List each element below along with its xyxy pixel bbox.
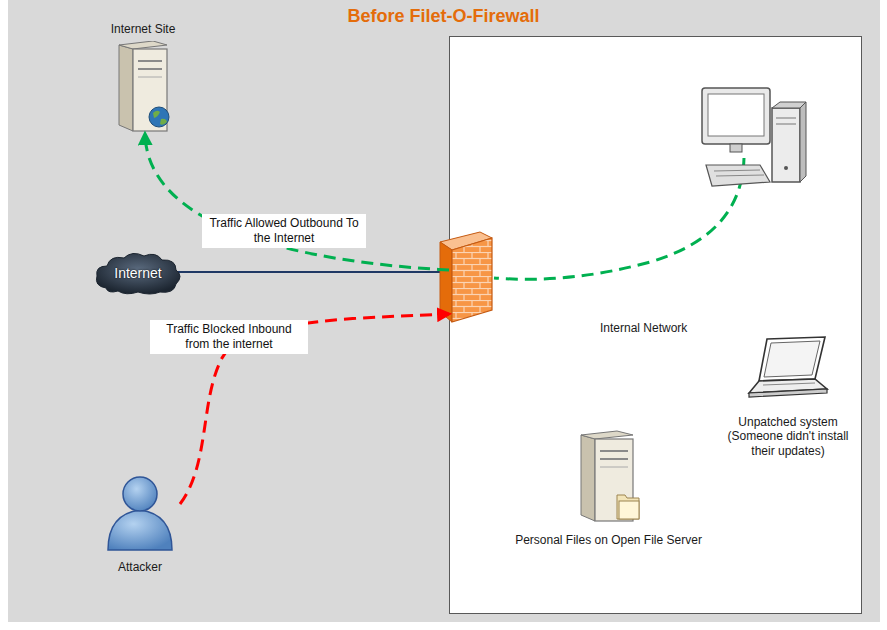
server-icon bbox=[113, 41, 173, 133]
node-label: Internet Site bbox=[111, 22, 176, 36]
internet-link bbox=[176, 271, 440, 273]
computer-icon bbox=[702, 88, 806, 186]
laptop-node: Unpatched system (Someone didn't install… bbox=[718, 335, 858, 458]
node-label: Internal Network bbox=[600, 321, 687, 335]
page-ground bbox=[8, 0, 880, 622]
icon-holder bbox=[577, 429, 641, 525]
internet-cloud-node: Internet bbox=[92, 250, 184, 296]
laptop-icon bbox=[745, 335, 831, 407]
icon-holder bbox=[113, 41, 173, 133]
node-label: Internet bbox=[114, 265, 161, 282]
file-server-node: Personal Files on Open File Server bbox=[496, 429, 721, 547]
attacker-node: Attacker bbox=[92, 474, 188, 574]
edge-label: Traffic Blocked Inbound from the interne… bbox=[150, 320, 308, 354]
outbound-inner-line bbox=[494, 158, 744, 279]
file-server-icon bbox=[577, 429, 641, 525]
edge-label: Traffic Allowed Outbound To the Internet bbox=[202, 214, 366, 248]
node-label: Personal Files on Open File Server bbox=[515, 533, 702, 547]
node-label: Unpatched system (Someone didn't install… bbox=[718, 415, 858, 458]
dashed-connector bbox=[145, 133, 449, 270]
icon-holder bbox=[745, 335, 831, 407]
network-ground bbox=[449, 36, 862, 614]
node-label: Attacker bbox=[118, 560, 162, 574]
internet-site-node: Internet Site bbox=[98, 22, 188, 133]
firewall-icon bbox=[436, 228, 496, 324]
icon-holder bbox=[104, 474, 176, 552]
attacker-icon bbox=[104, 474, 176, 552]
internal-network-box: Internal NetworkPersonal Files on Open F… bbox=[449, 36, 862, 614]
